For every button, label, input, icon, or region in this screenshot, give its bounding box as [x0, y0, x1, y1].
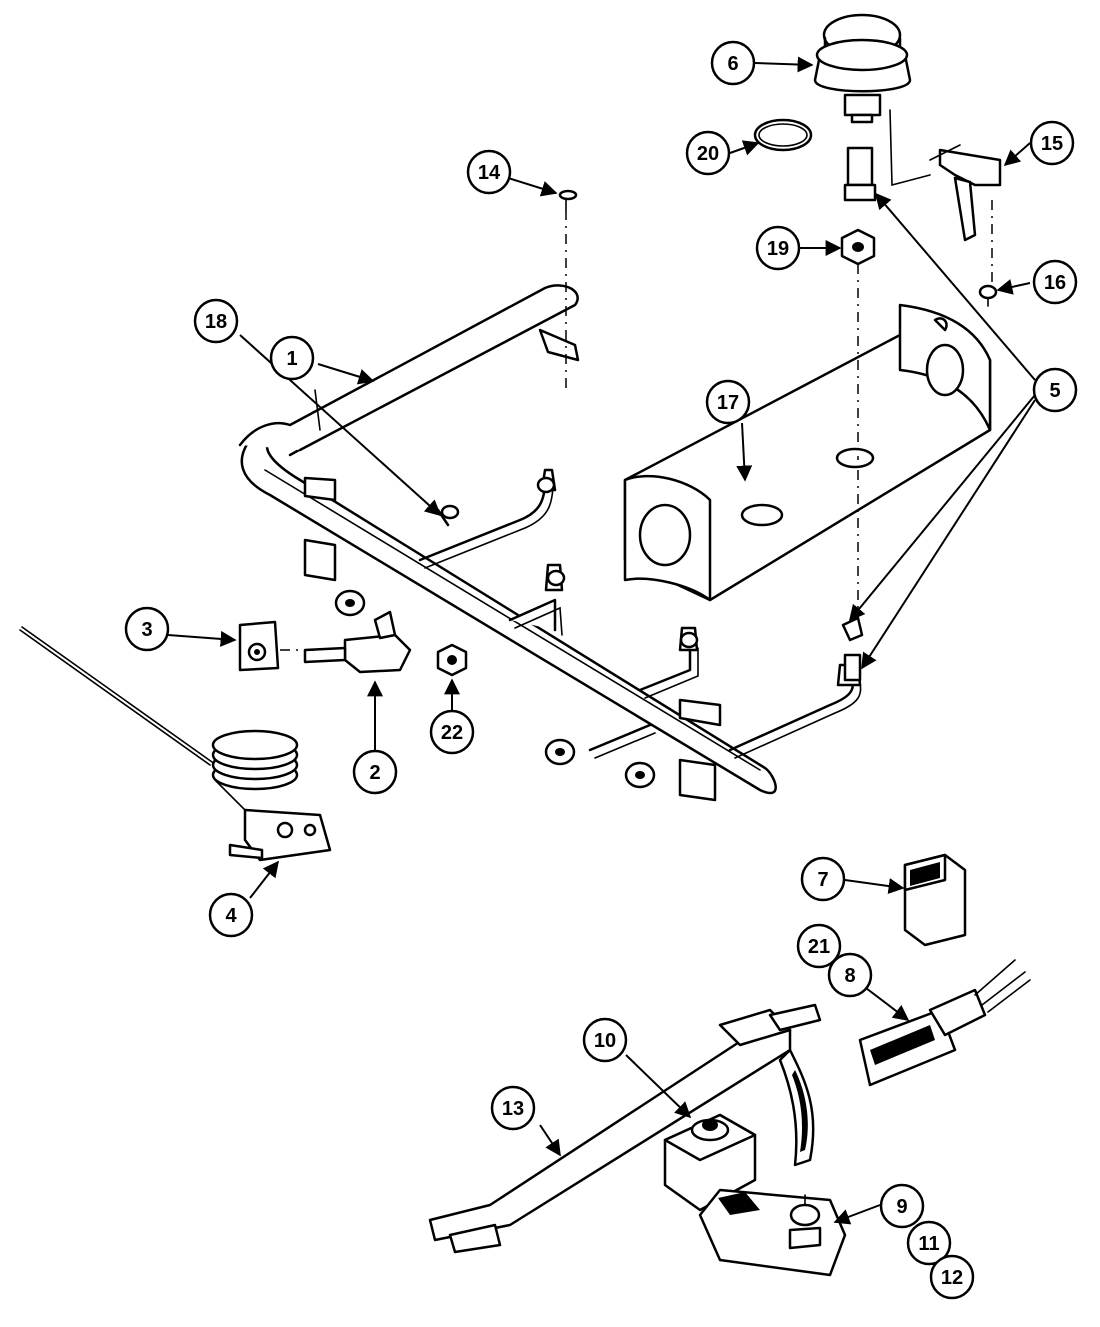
thermostat [19, 626, 332, 862]
svg-text:15: 15 [1041, 133, 1063, 155]
svg-text:22: 22 [441, 722, 463, 744]
switch [698, 1188, 847, 1277]
callout-21: 21 [796, 923, 842, 969]
orifice-lower [841, 616, 864, 682]
callout-20: 20 [685, 130, 731, 176]
manifold-pipe [238, 284, 777, 802]
svg-text:14: 14 [478, 162, 501, 184]
callout-3: 3 [124, 606, 170, 652]
svg-text:11: 11 [918, 1233, 939, 1255]
svg-text:2: 2 [369, 762, 380, 784]
callout-8: 8 [827, 952, 873, 998]
callout-4: 4 [208, 892, 254, 938]
svg-text:17: 17 [717, 392, 739, 414]
svg-text:21: 21 [808, 936, 830, 958]
callout-11: 11 [906, 1220, 952, 1266]
callout-1: 1 [269, 335, 315, 381]
svg-text:10: 10 [594, 1030, 616, 1052]
svg-text:3: 3 [141, 619, 152, 641]
tube-nuts [334, 476, 699, 789]
screw-top [558, 189, 578, 390]
orifice-nut [840, 228, 876, 620]
burner-head [813, 13, 912, 124]
clip [238, 620, 320, 672]
callout-5: 5 [1032, 367, 1078, 413]
svg-text:7: 7 [817, 869, 828, 891]
svg-text:19: 19 [767, 238, 789, 260]
screw-mid [436, 504, 460, 527]
callout-18: 18 [193, 298, 239, 344]
valve [663, 1113, 757, 1212]
callout-6: 6 [710, 40, 756, 86]
callout-17: 17 [705, 379, 751, 425]
bracket [303, 610, 412, 674]
o-ring [753, 118, 813, 152]
svg-text:13: 13 [502, 1098, 524, 1120]
orifice [843, 146, 877, 202]
svg-text:12: 12 [941, 1267, 963, 1289]
callout-9: 9 [879, 1183, 925, 1229]
callout-16: 16 [1032, 259, 1078, 305]
igniter-harness [858, 959, 1031, 1087]
svg-text:1: 1 [286, 348, 297, 370]
svg-text:18: 18 [205, 311, 227, 333]
callout-19: 19 [755, 225, 801, 271]
callout-7: 7 [800, 856, 846, 902]
callout-12: 12 [929, 1254, 975, 1300]
callout-14: 14 [466, 149, 512, 195]
screw-right [978, 200, 998, 307]
callout-13: 13 [490, 1085, 536, 1131]
svg-text:5: 5 [1049, 380, 1060, 402]
svg-text:16: 16 [1044, 272, 1066, 294]
callout-15: 15 [1029, 120, 1075, 166]
hex-nut [436, 643, 468, 677]
svg-text:9: 9 [896, 1196, 907, 1218]
callout-2: 2 [352, 749, 398, 795]
control-arm [428, 1003, 822, 1254]
callout-10: 10 [582, 1017, 628, 1063]
callout-22: 22 [429, 709, 475, 755]
igniter-bracket [889, 109, 1002, 242]
svg-text:6: 6 [727, 53, 738, 75]
spark-module [903, 853, 967, 947]
svg-text:4: 4 [225, 905, 237, 927]
svg-text:8: 8 [844, 965, 855, 987]
svg-text:20: 20 [697, 143, 719, 165]
burner-shield [623, 303, 992, 602]
